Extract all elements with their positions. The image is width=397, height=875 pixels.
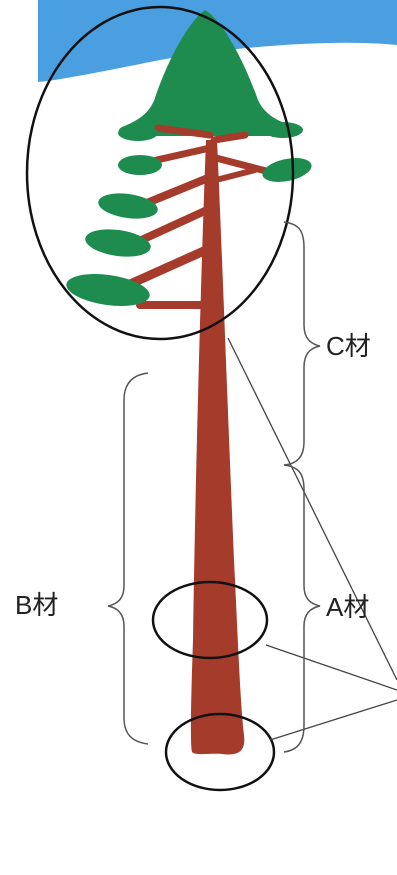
- label-b-material: B材: [15, 592, 58, 618]
- bracket-b: [108, 373, 148, 744]
- foliage-pad-right-1: [263, 122, 303, 138]
- label-a-material: A材: [326, 594, 369, 620]
- bracket-a: [284, 465, 320, 752]
- foliage-pad-left-2: [118, 155, 162, 175]
- branch-right-2: [216, 158, 270, 172]
- label-c-material: C材: [326, 333, 371, 359]
- tree-trunk: [191, 140, 244, 754]
- connector-line-top: [228, 338, 397, 680]
- bracket-c: [284, 222, 320, 465]
- connector-line-base: [270, 700, 397, 740]
- foliage-pad-right-2: [260, 154, 313, 186]
- branch-right-3: [216, 170, 255, 180]
- connector-lines: [228, 338, 397, 740]
- branch-left-3: [142, 178, 208, 205]
- connector-line-mid: [266, 645, 397, 690]
- foliage-pad-left-4: [84, 226, 153, 261]
- foliage-pad-left-1: [118, 125, 158, 141]
- branch-right-1: [214, 135, 245, 140]
- foliage-pad-left-3: [97, 190, 160, 222]
